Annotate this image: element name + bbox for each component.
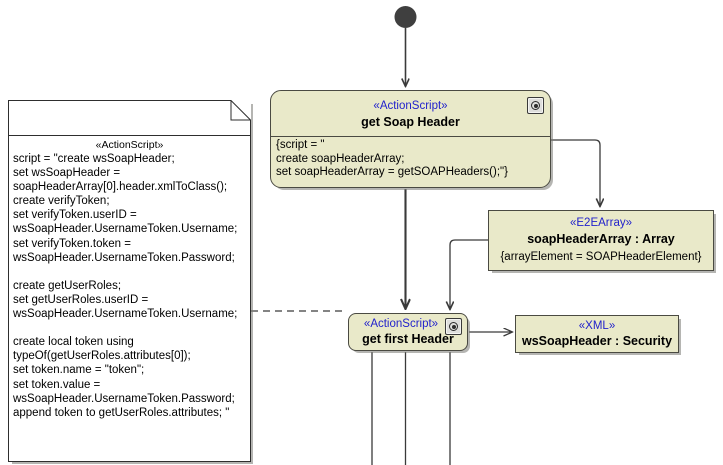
object-node-ws-soap-header[interactable]: «XML» wsSoapHeader : Security — [515, 315, 679, 353]
edge-array-to-get-first-header — [450, 239, 488, 309]
node-title: wsSoapHeader : Security — [521, 334, 673, 348]
stereotype-label: «ActionScript» — [373, 100, 448, 112]
note-body: script = "create wsSoapHeader; set wsSoa… — [13, 153, 238, 419]
stereotype-label: «ActionScript» — [363, 318, 439, 330]
node-script-body: {script = " create soapHeaderArray; set … — [276, 139, 508, 178]
object-node-soap-header-array[interactable]: «E2EArray» soapHeaderArray : Array {arra… — [488, 210, 714, 271]
note-outline — [8, 100, 251, 462]
script-marker-icon[interactable] — [445, 318, 462, 335]
node-title: soapHeaderArray : Array — [527, 232, 675, 246]
node-divider — [271, 136, 550, 137]
activity-node-get-first-header[interactable]: «ActionScript» get first Header — [348, 313, 468, 351]
note-divider — [9, 135, 250, 136]
activity-node-get-soap-header[interactable]: «ActionScript» get Soap Header {script =… — [270, 90, 551, 188]
note-stereotype: «ActionScript» — [95, 139, 164, 151]
stereotype-label: «E2EArray» — [569, 217, 632, 229]
node-constraint: {arrayElement = SOAPHeaderElement} — [500, 251, 702, 263]
node-title: get first Header — [362, 332, 454, 346]
edge-get-soap-header-to-array — [551, 139, 600, 206]
stereotype-label: «XML» — [578, 320, 616, 332]
script-marker-icon[interactable] — [527, 97, 544, 114]
initial-node — [394, 6, 417, 28]
note-actionscript[interactable]: «ActionScript» script = "create wsSoapHe… — [8, 100, 251, 462]
node-title: get Soap Header — [361, 115, 460, 129]
